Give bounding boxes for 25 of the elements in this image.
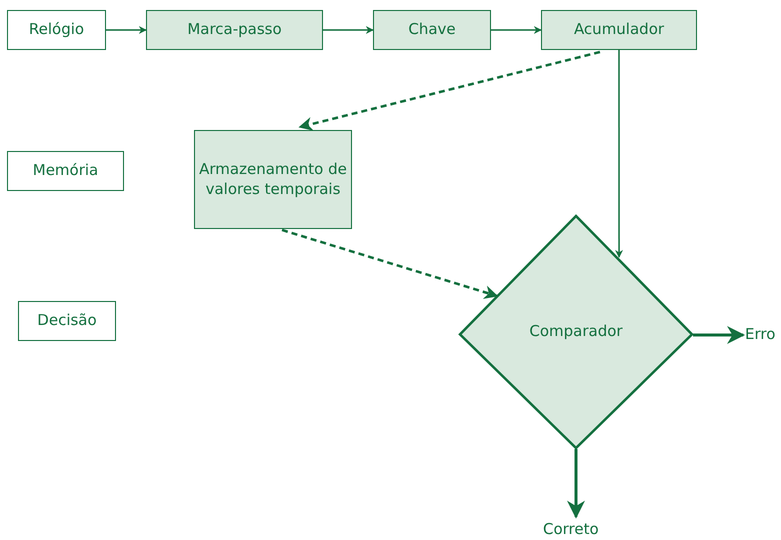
process-box [194, 130, 352, 229]
box-label: Armazenamento de valores temporais [198, 160, 348, 199]
box-label: Memória [32, 161, 98, 181]
box-label: Chave [408, 20, 456, 40]
process-box [146, 10, 323, 50]
label-box [7, 151, 124, 191]
label-box [7, 10, 106, 50]
arrow [693, 326, 745, 344]
box-label: Relógio [28, 20, 84, 40]
diamond-label: Comparador [529, 322, 623, 342]
arrow [567, 449, 585, 519]
box-label: Marca-passo [187, 20, 282, 40]
arrow [491, 26, 542, 34]
arrow [615, 50, 624, 258]
arrow [282, 228, 498, 299]
outcome-label: Correto [543, 520, 599, 540]
arrow [323, 26, 374, 34]
arrow [106, 26, 147, 34]
box-label: Acumulador [574, 20, 664, 40]
process-box [541, 10, 697, 50]
arrow [298, 50, 600, 131]
process-box [373, 10, 491, 50]
label-box [18, 301, 116, 341]
outcome-label: Erro [745, 325, 776, 345]
box-label: Decisão [37, 311, 97, 331]
